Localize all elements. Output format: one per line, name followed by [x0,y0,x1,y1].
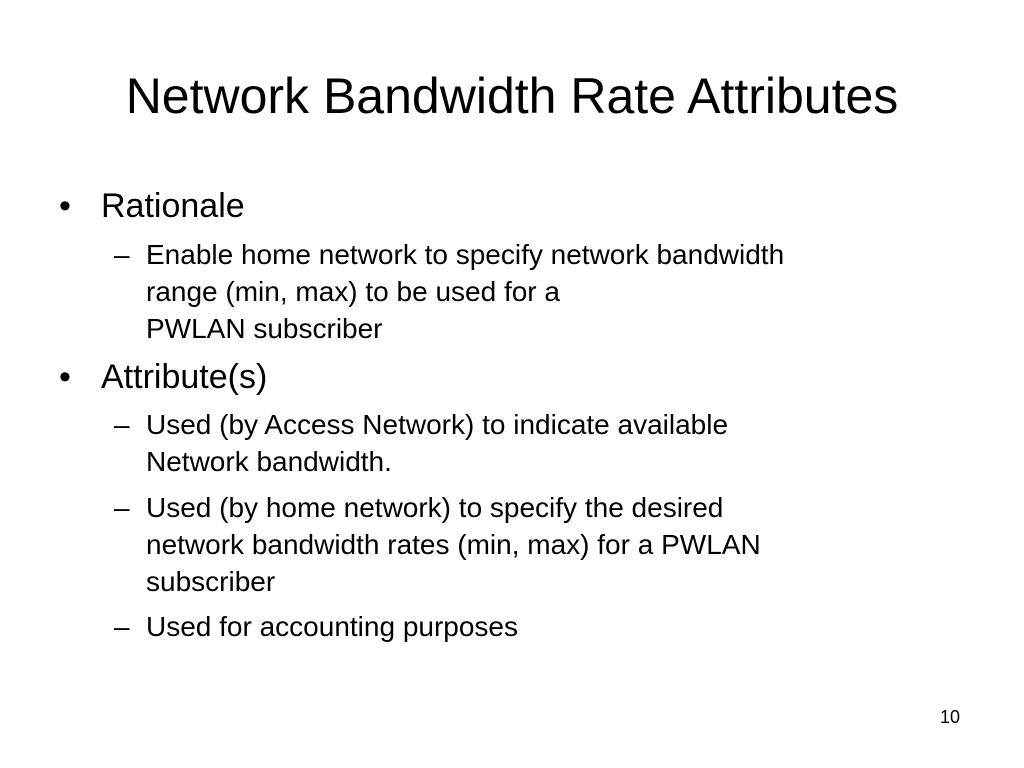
bullet-attributes: • Attribute(s) [59,357,268,397]
sub-bullet-line: Used (by Access Network) to indicate ava… [146,409,729,440]
bullet-text: Rationale [101,187,245,225]
sub-bullet: – Used for accounting purposes [114,608,518,645]
sub-bullet: – Used (by Access Network) to indicate a… [114,406,729,480]
sub-bullet-line: Used (by home network) to specify the de… [146,492,724,523]
sub-bullet: – Used (by home network) to specify the … [114,489,761,600]
bullet-marker: • [59,187,71,225]
sub-bullet: – Enable home network to specify network… [114,236,785,347]
dash-marker: – [114,409,130,440]
sub-bullet-line: subscriber [146,566,276,597]
bullet-rationale: • Rationale [59,186,245,226]
bullet-text: Attribute(s) [101,358,268,396]
sub-bullet-line: PWLAN subscriber [146,313,383,344]
dash-marker: – [114,239,130,270]
sub-bullet-line: Network bandwidth. [146,446,392,477]
page-number: 10 [939,707,960,727]
dash-marker: – [114,611,130,642]
sub-bullet-line: Enable home network to specify network b… [146,239,785,270]
sub-bullet-line: range (min, max) to be used for a [146,276,560,307]
bullet-marker: • [59,358,71,396]
sub-bullet-line: network bandwidth rates (min, max) for a… [146,529,761,560]
dash-marker: – [114,492,130,523]
slide-title: Network Bandwidth Rate Attributes [125,68,899,124]
sub-bullet-line: Used for accounting purposes [146,611,518,642]
